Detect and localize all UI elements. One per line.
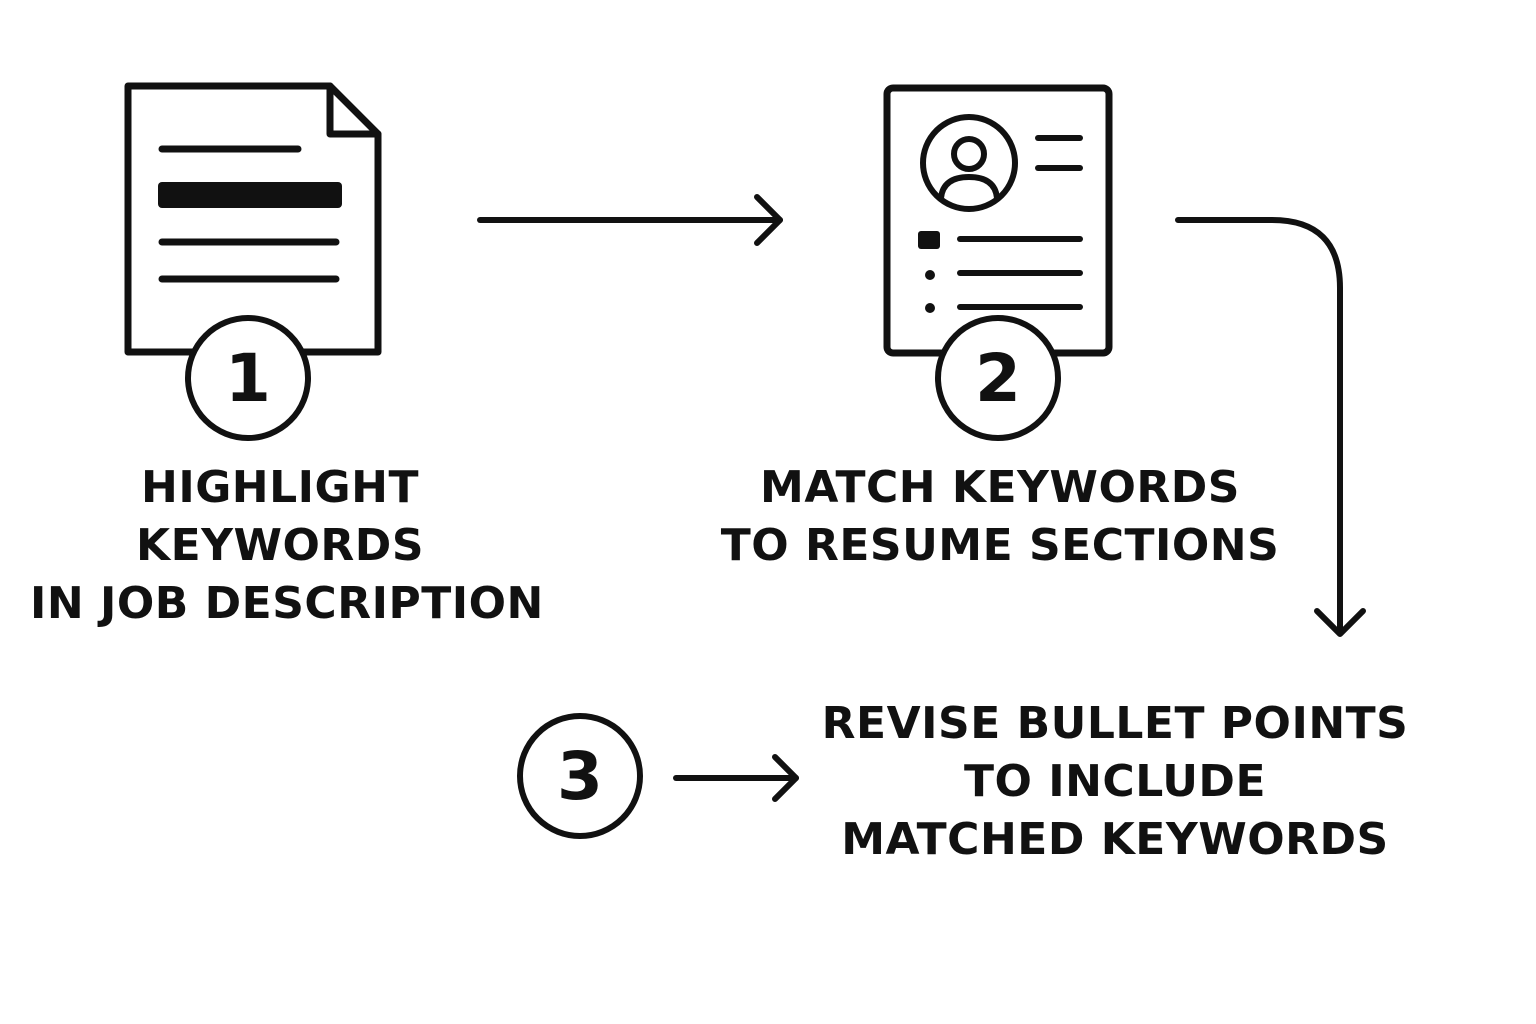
step-1-badge: 1 [185,315,311,441]
user-avatar-icon [920,114,1018,212]
step-2-number: 2 [975,340,1021,417]
step-3-label-line: TO INCLUDE [964,756,1266,807]
step-3-label-line: MATCHED KEYWORDS [841,814,1389,865]
step-3-label: REVISE BULLET POINTS TO INCLUDE MATCHED … [800,695,1430,869]
arrow-curve-down-icon [1175,217,1366,637]
step-2-label-line: MATCH KEYWORDS [760,462,1240,513]
step-3-badge: 3 [517,713,643,839]
step-1-label-line: IN JOB DESCRIPTION [30,578,544,629]
arrow-right-small-icon [673,754,799,802]
step-1-number: 1 [225,340,271,417]
step-2-label: MATCH KEYWORDS TO RESUME SECTIONS [700,459,1300,575]
arrow-right-icon [477,194,783,246]
step-2-badge: 2 [935,315,1061,441]
resume-icon [883,84,1113,357]
step-1-label-line: KEYWORDS [135,520,425,571]
step-3-label-line: REVISE BULLET POINTS [821,698,1409,749]
step-1-label-line: HIGHLIGHT [141,462,419,513]
document-icon [124,82,382,356]
step-1-label: HIGHLIGHT KEYWORDS IN JOB DESCRIPTION [30,459,544,633]
step-3-number: 3 [557,738,603,815]
step-2-label-line: TO RESUME SECTIONS [720,520,1280,571]
